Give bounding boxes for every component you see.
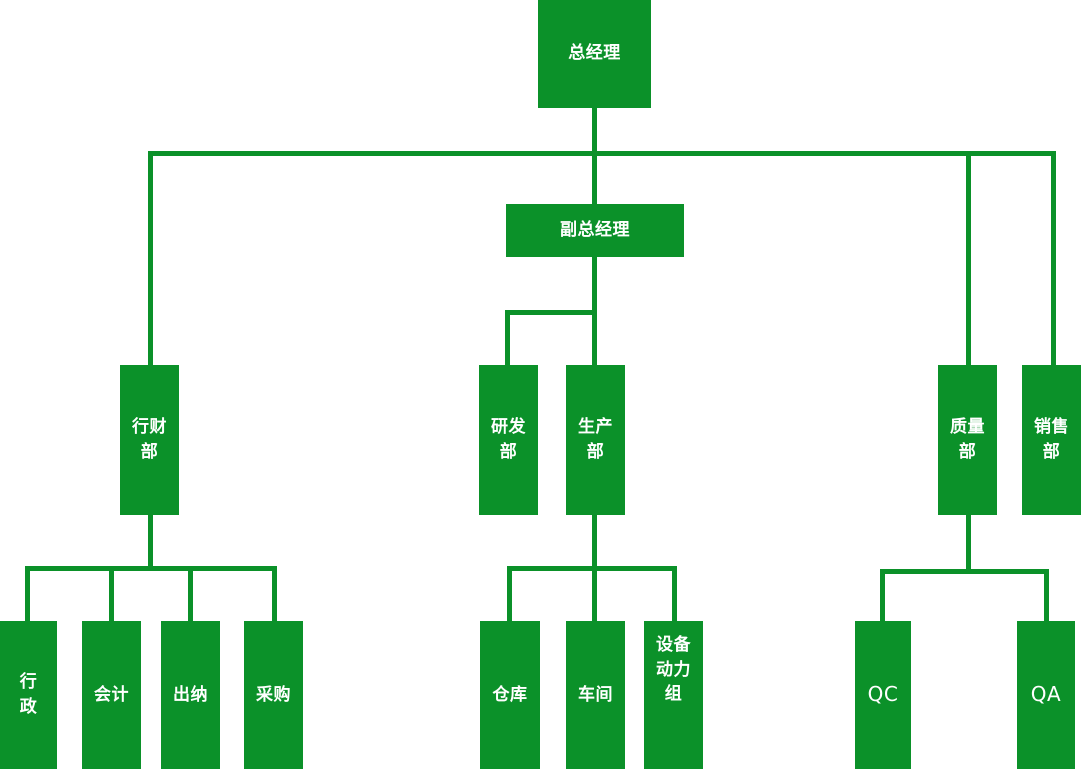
node-qa-label: QA <box>1030 682 1062 707</box>
connector-drop-qc <box>880 569 885 623</box>
node-sales-label: 销售部 <box>1034 417 1069 462</box>
connector-quality-bus <box>880 569 1049 574</box>
connector-drop-equipment <box>672 566 677 623</box>
connector-drop-admin <box>25 566 30 623</box>
node-gm-label: 总经理 <box>568 43 621 64</box>
node-quality[interactable]: 质量部 <box>938 365 997 515</box>
connector-drop-qa <box>1044 569 1049 623</box>
connector-drop-deputy-gm <box>592 151 597 206</box>
node-admin-fin[interactable]: 行财部 <box>120 365 179 515</box>
node-accounting-label: 会计 <box>94 684 129 705</box>
connector-drop-warehouse <box>507 566 512 623</box>
connector-production-stem <box>592 515 597 570</box>
node-qc[interactable]: QC <box>855 621 911 769</box>
node-gm[interactable]: 总经理 <box>538 0 651 108</box>
connector-drop-purchasing <box>272 566 277 623</box>
node-deputy-gm[interactable]: 副总经理 <box>506 204 684 257</box>
connector-deputy-bus <box>505 310 597 315</box>
node-workshop[interactable]: 车间 <box>566 621 625 769</box>
node-purchasing[interactable]: 采购 <box>244 621 303 769</box>
node-warehouse[interactable]: 仓库 <box>480 621 540 769</box>
node-deputy-gm-label: 副总经理 <box>560 219 630 240</box>
node-admin[interactable]: 行政 <box>0 621 57 769</box>
node-rd-label: 研发部 <box>491 417 526 462</box>
connector-drop-admin-fin <box>148 151 153 367</box>
node-cashier[interactable]: 出纳 <box>161 621 220 769</box>
connector-drop-workshop <box>592 566 597 623</box>
connector-gm-stem <box>592 108 597 156</box>
node-production[interactable]: 生产部 <box>566 365 625 515</box>
connector-admin-fin-stem <box>148 515 153 570</box>
connector-quality-stem <box>966 515 971 573</box>
node-workshop-label: 车间 <box>578 684 613 705</box>
node-accounting[interactable]: 会计 <box>82 621 141 769</box>
node-qc-label: QC <box>867 682 899 707</box>
connector-drop-accounting <box>109 566 114 623</box>
node-purchasing-label: 采购 <box>256 684 291 705</box>
node-warehouse-label: 仓库 <box>492 684 528 705</box>
connector-drop-rd <box>505 310 510 367</box>
node-equipment[interactable]: 设备动力组 <box>644 621 703 769</box>
node-admin-fin-label: 行财部 <box>132 417 167 462</box>
node-production-label: 生产部 <box>578 417 613 462</box>
node-equipment-label: 设备动力组 <box>656 635 691 705</box>
connector-drop-sales <box>1051 151 1056 367</box>
connector-drop-quality <box>966 151 971 367</box>
node-sales[interactable]: 销售部 <box>1022 365 1081 515</box>
node-rd[interactable]: 研发部 <box>479 365 538 515</box>
connector-admin-fin-bus <box>25 566 277 571</box>
node-admin-label: 行政 <box>19 672 38 717</box>
connector-level1-bus <box>148 151 1056 156</box>
node-quality-label: 质量部 <box>950 417 985 462</box>
connector-drop-cashier <box>188 566 193 623</box>
node-cashier-label: 出纳 <box>173 684 208 705</box>
node-qa[interactable]: QA <box>1017 621 1075 769</box>
